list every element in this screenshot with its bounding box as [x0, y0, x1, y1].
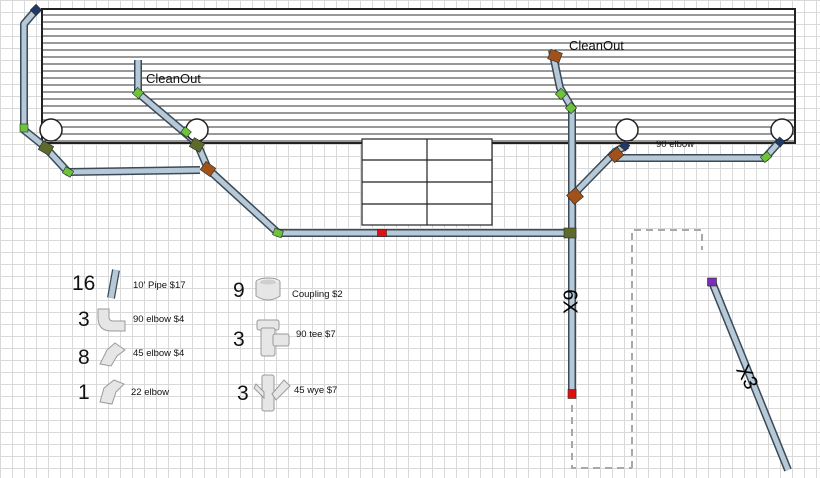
- end-cap: [377, 229, 387, 237]
- end-cap: [707, 277, 717, 287]
- coupling: [131, 86, 145, 100]
- legend-qty: 1: [78, 381, 90, 404]
- legend-text: 45 elbow $4: [133, 348, 185, 359]
- legend-text: Coupling $2: [292, 289, 343, 300]
- legend-text: 10' Pipe $17: [133, 280, 186, 291]
- dashed-area-outline: [631, 229, 703, 468]
- coupling: [272, 227, 284, 239]
- end-cap: [774, 136, 786, 148]
- coupling: [564, 101, 578, 115]
- end-cap: [567, 389, 577, 399]
- downspout-3: [615, 118, 639, 142]
- elbow-22-icon: [99, 379, 125, 405]
- coupling: [19, 123, 29, 133]
- downspout-1: [39, 118, 63, 142]
- dashed-area-outline-bottom: [571, 405, 632, 469]
- tee-fitting: [37, 140, 55, 156]
- coupling-icon: [255, 277, 281, 301]
- coupling: [180, 126, 192, 138]
- legend-qty: 9: [233, 279, 245, 302]
- legend-text: 45 wye $7: [294, 385, 338, 396]
- pipe-run-fill: [549, 49, 575, 396]
- wye-fitting: [566, 187, 584, 205]
- wye-icon: [253, 374, 291, 412]
- fittings: [19, 3, 786, 399]
- end-cap: [619, 140, 631, 152]
- legend-qty: 3: [237, 382, 249, 405]
- tee-fitting: [188, 137, 206, 153]
- main-run-label: 6X: [558, 289, 581, 314]
- legend-text: 90 elbow $4: [133, 314, 185, 325]
- pipe-run-fill: [21, 8, 201, 175]
- side-pipe-fill: [709, 281, 791, 471]
- elbow-note-label: 90 elbow: [656, 139, 695, 150]
- legend-qty: 16: [72, 272, 96, 295]
- elbow-90: [547, 48, 563, 64]
- elbow-45: [199, 161, 217, 177]
- coupling: [554, 87, 568, 101]
- downspouts: [39, 118, 794, 142]
- stairs-block: [361, 138, 493, 226]
- tee-icon: [256, 319, 290, 357]
- elbow-90-icon: [97, 308, 126, 332]
- end-cap: [29, 3, 43, 17]
- coupling: [61, 166, 75, 178]
- downspout-4: [770, 118, 794, 142]
- coupling: [759, 151, 773, 163]
- legend-qty: 3: [78, 308, 90, 331]
- legend-qty: 3: [233, 328, 245, 351]
- pipe-icon: [107, 269, 120, 299]
- cleanout-label-right: CleanOut: [569, 38, 624, 53]
- elbow-45-icon: [99, 342, 126, 367]
- legend-text: 90 tee $7: [296, 329, 336, 340]
- elbow-45: [607, 146, 625, 164]
- cleanout-label-left: CleanOut: [146, 71, 201, 86]
- legend-qty: 8: [78, 346, 90, 369]
- legend-text: 22 elbow: [131, 387, 170, 398]
- tee-fitting: [563, 227, 577, 239]
